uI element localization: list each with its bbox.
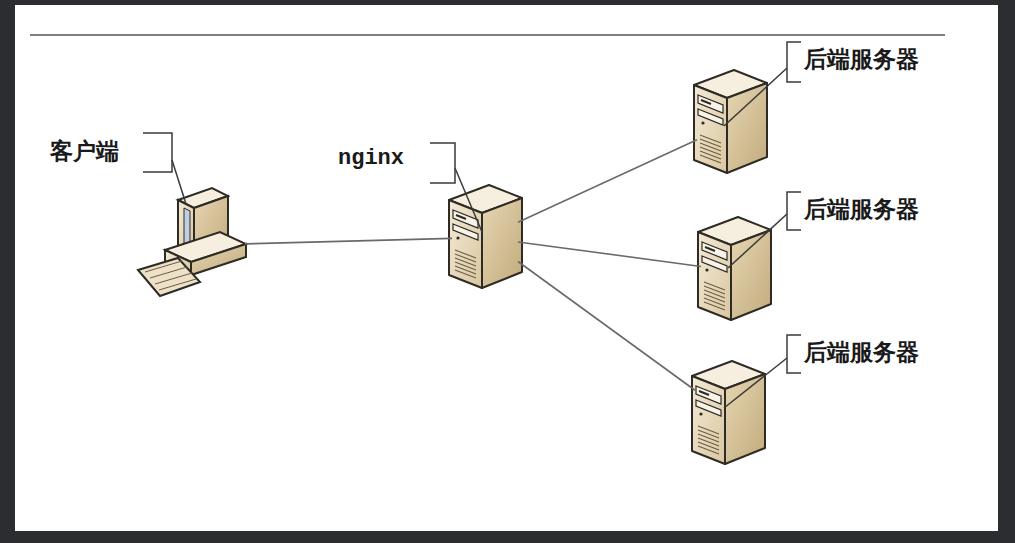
server-icon	[692, 361, 765, 464]
node-label: 后端服务器	[804, 196, 919, 224]
network-link	[245, 238, 452, 243]
server-node: 后端服务器	[697, 78, 765, 170]
callout-bracket	[143, 42, 801, 408]
server-icon	[694, 70, 767, 173]
node-label: nginx	[338, 146, 404, 172]
server-node: 后端服务器	[701, 225, 769, 317]
network-link	[518, 242, 701, 267]
network-link	[518, 262, 695, 391]
proxy-node: nginx	[452, 190, 518, 285]
node-label: 客户端	[50, 138, 119, 166]
node-label: 后端服务器	[804, 46, 919, 74]
client-node: 客户端	[160, 195, 245, 295]
computer-icon	[138, 188, 246, 296]
server-icon	[449, 185, 522, 288]
server-node: 后端服务器	[695, 369, 763, 461]
server-icon	[698, 217, 771, 320]
node-label: 后端服务器	[804, 339, 919, 367]
network-link	[518, 140, 697, 223]
